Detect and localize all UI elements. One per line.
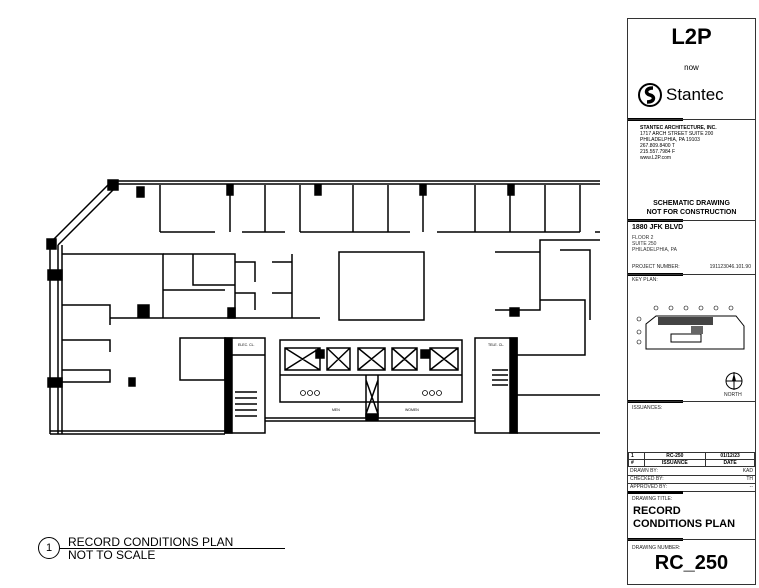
firm-phone: 267.809.8400 T <box>640 143 675 149</box>
checked-by: CHECKED BY:TH <box>628 476 755 484</box>
caption-underline <box>60 548 285 549</box>
project-number-label: PROJECT NUMBER: <box>632 264 680 270</box>
room-label-women: WOMEN <box>405 408 419 412</box>
caption-scale: NOT TO SCALE <box>68 548 156 562</box>
firm-city: PHILADELPHIA, PA 19103 <box>640 137 700 143</box>
stantec-logo: Stantec <box>638 82 724 108</box>
core <box>279 339 463 418</box>
stantec-mark-icon <box>638 83 662 107</box>
room-label-elec: ELEC. CL. <box>238 343 255 347</box>
firm-address: 1717 ARCH STREET SUITE 200 <box>640 131 714 137</box>
firm-fax: 215.557.7984 F <box>640 149 676 155</box>
title-block: L2P now Stantec STANTEC ARCHITECTURE, IN… <box>627 18 756 585</box>
key-plan <box>636 305 745 350</box>
issuances-label: ISSUANCES: <box>632 405 663 411</box>
stair-left <box>224 337 266 434</box>
stantec-wordmark: Stantec <box>666 85 724 104</box>
room-label-men: MEN <box>332 408 340 412</box>
logo-now: now <box>684 63 699 72</box>
firm-web: www.L2P.com <box>640 155 672 161</box>
detail-number: 1 <box>38 537 60 559</box>
drawing-title-label: DRAWING TITLE: <box>632 496 673 502</box>
project-number: 191123046.101.90 <box>709 264 751 270</box>
approved-by: APPROVED BY:-- <box>628 484 755 492</box>
l2p-logo: L2P <box>671 24 712 49</box>
firm-name: STANTEC ARCHITECTURE, INC. <box>640 125 717 131</box>
firm-info: STANTEC ARCHITECTURE, INC. 1717 ARCH STR… <box>640 125 717 161</box>
north-label: NORTH <box>724 392 742 398</box>
drawing-number: RC_250 <box>654 552 729 574</box>
room-label-tele: TELE. CL. <box>488 343 504 347</box>
floor-plan: ELEC. CL. TELE. CL. MEN WOMEN <box>46 179 600 435</box>
project-name: 1880 JFK BLVD <box>632 224 684 231</box>
drawing-number-label: DRAWING NUMBER: <box>632 545 681 551</box>
office-walls <box>159 185 600 233</box>
drawn-by: DRAWN BY:KAD <box>628 468 755 476</box>
caption-title: RECORD CONDITIONS PLAN <box>68 535 234 549</box>
key-plan-label: KEY PLAN: <box>632 277 658 283</box>
north-arrow-icon <box>725 372 743 390</box>
